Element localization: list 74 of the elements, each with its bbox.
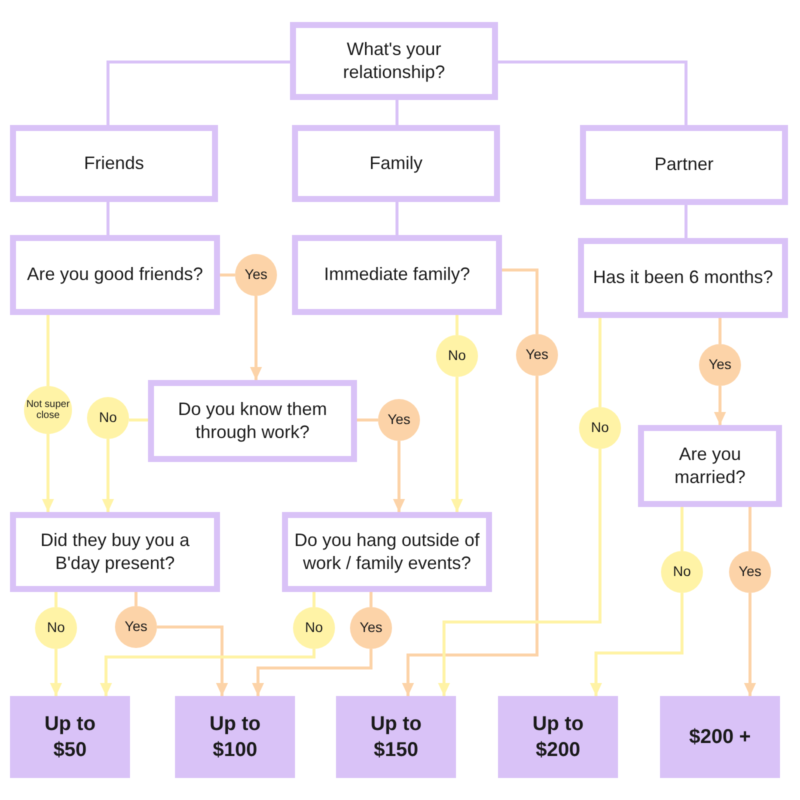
question-box [282,512,492,592]
answer-bubble [35,607,77,649]
connector-arrow [100,649,316,696]
node-text: Immediate family? [324,263,470,286]
answer-bubble [378,399,420,441]
answer-bubble [661,551,703,593]
node-text: No [305,620,323,636]
node-text: Yes [244,267,268,283]
answer-bubble [235,254,277,296]
connector-arrow [402,376,538,696]
node-text: Yes [388,412,410,428]
question-box [292,125,500,202]
result-box [175,696,295,778]
connector-arrow [102,439,114,512]
node-text: No [99,410,117,426]
node-text: Family [370,152,422,175]
result-box [336,696,456,778]
node-text: Partner [654,153,714,176]
node-text: Did they buy you a B'day present? [39,528,191,575]
answer-bubble [87,397,129,439]
node-text: No [591,420,609,436]
node-text: Yes [526,347,548,363]
question-box [292,235,502,315]
answer-bubble [579,407,621,449]
question-box [148,380,357,462]
node-text: Has it been 6 months? [592,266,774,290]
connector-arrow [714,386,726,425]
connector-arrow [50,649,62,696]
node-text: No [673,564,691,580]
answer-bubble [699,344,741,386]
node-text: Up to $100 [208,712,262,763]
answer-bubble [350,607,392,649]
connector-arrow [590,593,684,696]
question-box [10,235,220,315]
node-text: Are you married? [673,442,747,489]
answer-bubble [436,335,478,377]
node-text: Are you good friends? [26,263,204,286]
node-text: Yes [124,619,148,635]
connector-arrow [252,649,372,696]
question-box [10,512,220,592]
answer-bubble [293,607,335,649]
node-text: Do you hang outside of work / family events? [294,528,480,575]
node-text: Up to $150 [369,712,423,763]
node-text: No [448,348,466,364]
connector-arrow [250,296,262,380]
connector-arrow [451,377,463,512]
node-text: Not super close [25,399,71,421]
question-box [580,125,788,205]
connector-arrow [157,626,228,696]
answer-bubble [729,551,771,593]
result-box [660,696,780,778]
answer-bubble [516,334,558,376]
node-text: Do you know them through work? [176,398,328,444]
node-text: Up to $50 [43,712,97,763]
answer-bubble [115,606,157,648]
connector-arrow [438,449,602,696]
result-box [498,696,618,778]
node-text: $200 + [689,725,751,750]
question-box [290,22,498,100]
question-box [10,125,218,202]
connector-arrow [393,441,405,512]
node-text: Up to $200 [531,712,585,763]
connector-arrow [744,593,756,696]
connector-arrow [42,434,54,512]
node-text: No [47,620,65,636]
node-text: Yes [708,357,732,373]
answer-bubble [24,386,72,434]
question-box [638,425,782,507]
node-text: Yes [360,620,382,636]
node-text: Friends [84,152,144,175]
node-text: Yes [738,564,762,580]
node-text: What's your relationship? [342,38,446,84]
question-box [578,238,788,318]
result-box [10,696,130,778]
